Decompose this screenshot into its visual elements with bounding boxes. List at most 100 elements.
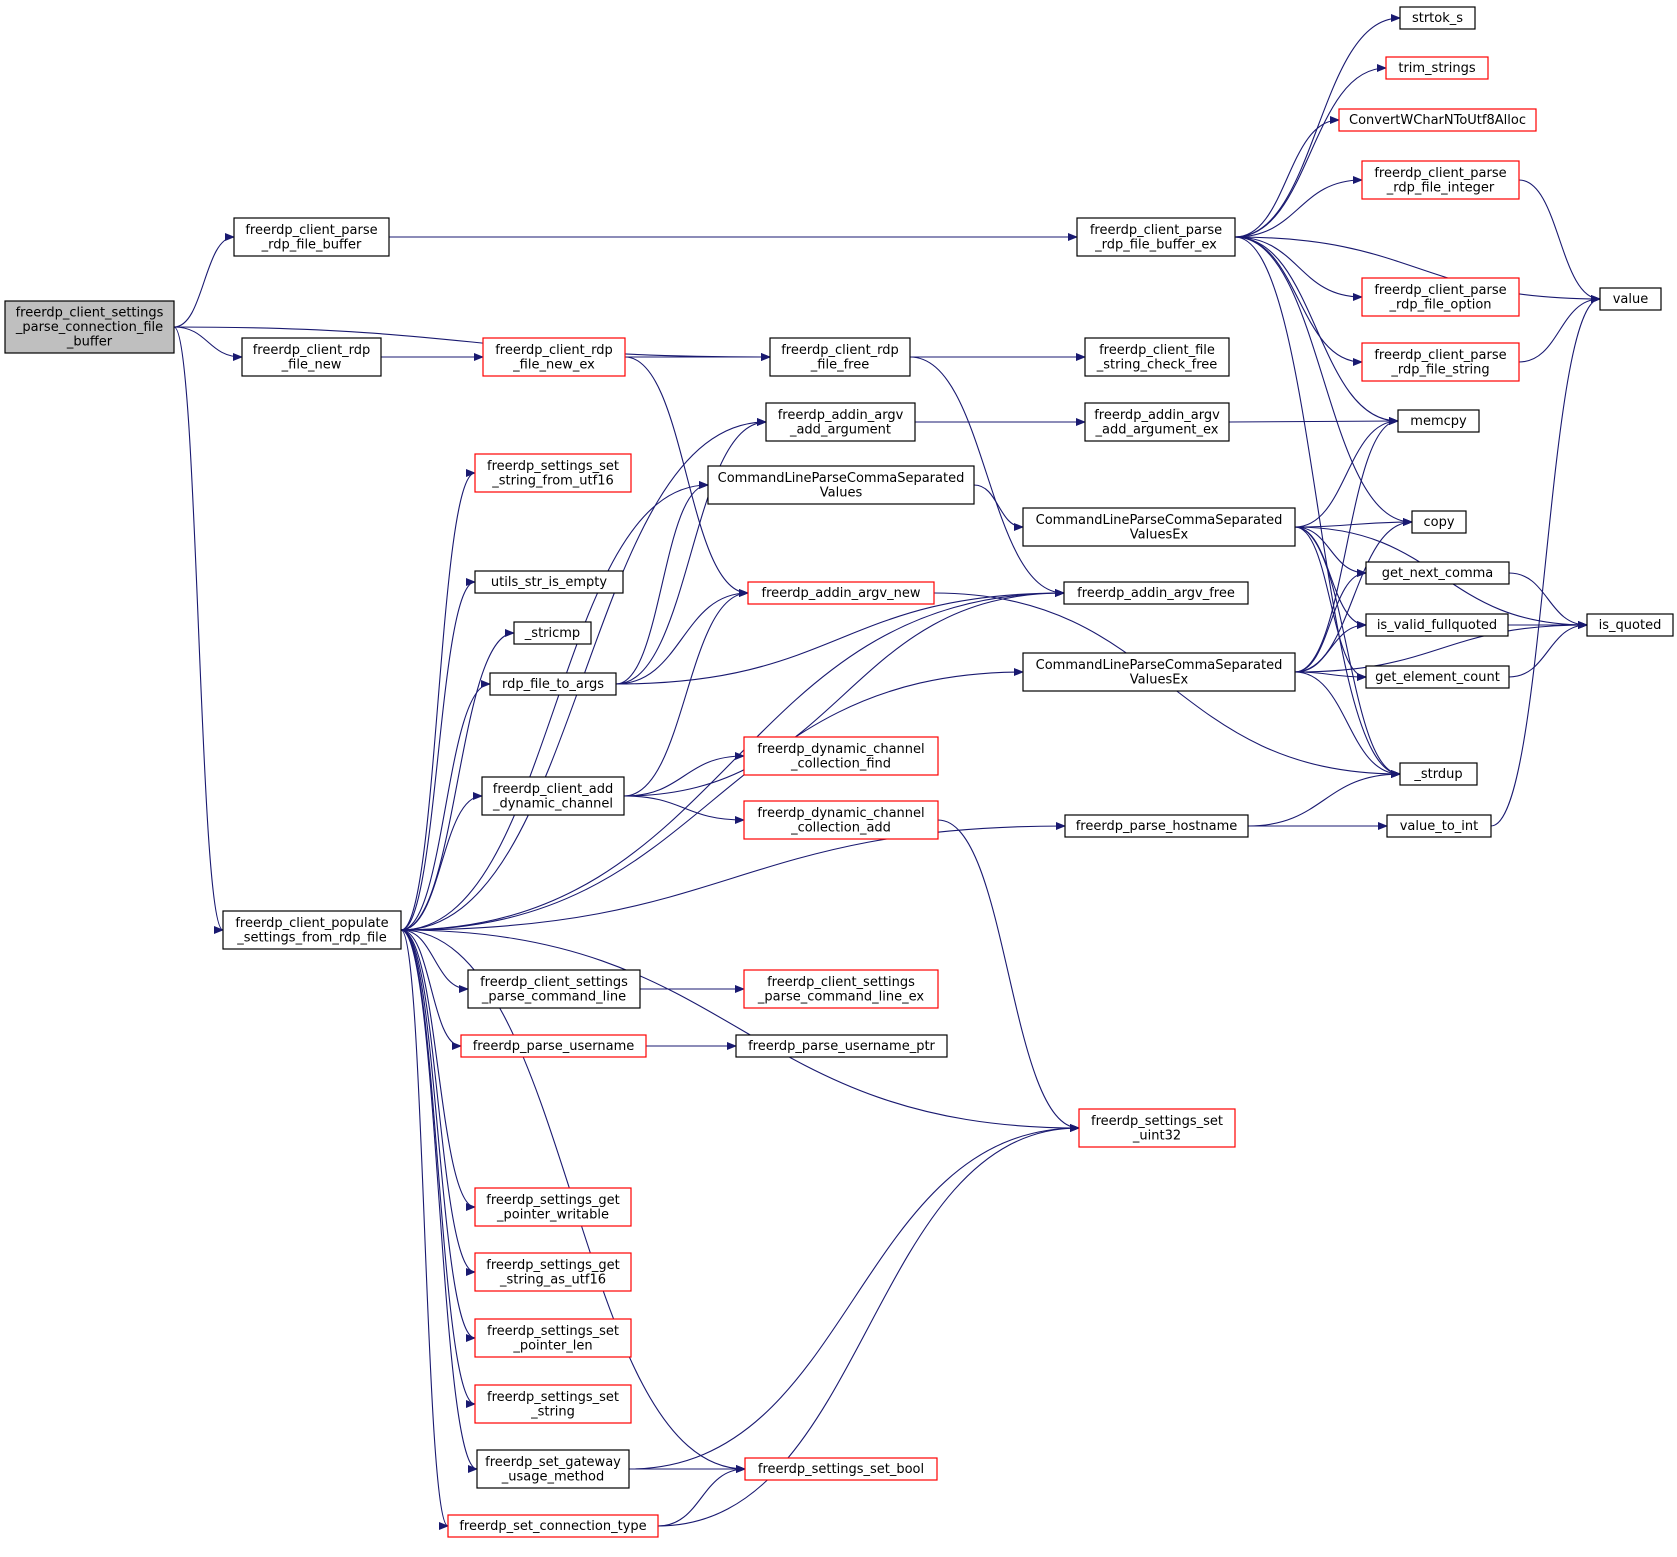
edge-path: [1294, 526, 1367, 577]
edge-path: [615, 418, 767, 685]
node-root: freerdp_client_settings_parse_connection…: [4, 300, 175, 354]
node-rdp-file-new-ex[interactable]: freerdp_client_rdp_file_new_ex: [482, 337, 626, 377]
edge-root-to-rdp_file_new: [173, 326, 243, 361]
edge-path: [1234, 64, 1387, 238]
edge-populate-to-settings_set_string_from_utf16: [400, 469, 476, 931]
node-settings-set-string-from-utf16[interactable]: freerdp_settings_set_string_from_utf16: [474, 453, 632, 493]
node-label: freerdp_addin_argv_new: [762, 586, 921, 601]
edge-get_element_count-to-is_quoted: [1508, 621, 1588, 678]
node-addin-argv-add-argument-ex[interactable]: freerdp_addin_argv_add_argument_ex: [1084, 402, 1230, 442]
edge-populate-to-parse_username: [400, 929, 462, 1050]
node-populate[interactable]: freerdp_client_populate_settings_from_rd…: [222, 910, 402, 950]
edge-clpcsv_ex2-to-is_quoted: [1294, 621, 1588, 673]
node-parse-option[interactable]: freerdp_client_parse_rdp_file_option: [1361, 277, 1520, 317]
node-is-valid-fullquoted[interactable]: is_valid_fullquoted: [1365, 613, 1509, 637]
node-set-connection-type[interactable]: freerdp_set_connection_type: [447, 1514, 659, 1538]
node-parse-username-ptr[interactable]: freerdp_parse_username_ptr: [735, 1034, 948, 1058]
node-rdp-file-to-args[interactable]: rdp_file_to_args: [489, 672, 617, 696]
edge-root-to-rdp_file_free: [173, 326, 771, 361]
edge-parse_buffer_ex-to-trim_strings: [1234, 64, 1387, 238]
node-parse-buffer[interactable]: freerdp_client_parse_rdp_file_buffer: [233, 217, 390, 257]
edge-path: [1294, 526, 1401, 778]
node-addin-argv-new[interactable]: freerdp_addin_argv_new: [747, 581, 935, 605]
edge-populate-to-rdp_file_to_args: [400, 680, 491, 931]
node-value[interactable]: value: [1599, 287, 1662, 311]
edge-path: [615, 481, 709, 685]
node-get-next-comma[interactable]: get_next_comma: [1365, 561, 1510, 585]
node-box: [1399, 762, 1478, 786]
edge-clpcsv_ex2-to-memcpy: [1294, 417, 1399, 673]
edge-parse_buffer_ex-to-parse_integer: [1234, 176, 1363, 238]
node-file-string-check-free[interactable]: freerdp_client_file_string_check_free: [1084, 337, 1230, 377]
node-set-gateway-usage-method[interactable]: freerdp_set_gateway_usage_method: [476, 1449, 630, 1489]
node-strdup[interactable]: _strdup: [1399, 762, 1478, 786]
edge-rdp_file_new_ex-to-addin_argv_new: [624, 356, 749, 597]
edge-root-to-populate: [173, 326, 224, 934]
node-settings-set-pointer-len[interactable]: freerdp_settings_set_pointer_len: [474, 1318, 632, 1358]
node-parse-string[interactable]: freerdp_client_parse_rdp_file_string: [1361, 342, 1520, 382]
node-label: _parse_command_line: [481, 989, 626, 1004]
node-label: _uint32: [1132, 1128, 1181, 1143]
node-box: [222, 910, 402, 950]
node-addin-argv-free[interactable]: freerdp_addin_argv_free: [1063, 581, 1249, 605]
node-box: [1385, 56, 1489, 80]
edge-path: [1234, 176, 1363, 238]
node-label: ValuesEx: [1130, 527, 1189, 542]
node-parse-hostname[interactable]: freerdp_parse_hostname: [1064, 814, 1249, 838]
node-addin-argv-add-argument[interactable]: freerdp_addin_argv_add_argument: [765, 402, 916, 442]
edge-path: [973, 484, 1024, 531]
edge-path: [1234, 236, 1399, 425]
edge-populate-to-clpcsv_ex2: [400, 668, 1024, 931]
node-is-quoted[interactable]: is_quoted: [1586, 613, 1674, 637]
node-dyn-collection-find[interactable]: freerdp_dynamic_channel_collection_find: [743, 736, 939, 776]
node-label: freerdp_client_settings: [480, 975, 628, 990]
node-utils-str-is-empty[interactable]: utils_str_is_empty: [474, 570, 624, 594]
node-value-to-int[interactable]: value_to_int: [1386, 814, 1492, 838]
edge-parse_string-to-value: [1518, 295, 1601, 363]
edge-path: [400, 929, 476, 1342]
node-box: [447, 1514, 659, 1538]
node-parse-command-line[interactable]: freerdp_client_settings_parse_command_li…: [467, 969, 641, 1009]
node-box: [743, 800, 939, 840]
node-box: [4, 300, 175, 354]
node-settings-set-bool[interactable]: freerdp_settings_set_bool: [744, 1457, 938, 1481]
edge-rdp_file_to_args-to-addin_argv_free: [615, 589, 1065, 685]
node-label: _add_argument: [789, 422, 891, 437]
node-settings-get-pointer-writable[interactable]: freerdp_settings_get_pointer_writable: [474, 1187, 632, 1227]
edge-parse_buffer_ex-to-parse_option: [1234, 236, 1363, 301]
edge-path: [1234, 236, 1363, 366]
node-parse-username[interactable]: freerdp_parse_username: [460, 1034, 647, 1058]
node-parse-integer[interactable]: freerdp_client_parse_rdp_file_integer: [1361, 160, 1520, 200]
node-dyn-collection-add[interactable]: freerdp_dynamic_channel_collection_add: [743, 800, 939, 840]
node-label: get_next_comma: [1382, 566, 1494, 581]
edge-path: [1228, 417, 1399, 426]
node-strtok-s[interactable]: strtok_s: [1399, 6, 1476, 30]
edge-path: [400, 481, 709, 931]
node-box: [513, 621, 592, 645]
edge-clpcsv_ex1-to-memcpy: [1294, 417, 1399, 528]
node-parse-buffer-ex[interactable]: freerdp_client_parse_rdp_file_buffer_ex: [1076, 217, 1236, 257]
node-get-element-count[interactable]: get_element_count: [1365, 665, 1510, 689]
node-trim-strings[interactable]: trim_strings: [1385, 56, 1489, 80]
node-rdp-file-free[interactable]: freerdp_client_rdp_file_free: [769, 337, 911, 377]
node-settings-set-string[interactable]: freerdp_settings_set_string: [474, 1384, 632, 1424]
edge-path: [400, 589, 1065, 931]
node-parse-command-line-ex[interactable]: freerdp_client_settings_parse_command_li…: [743, 969, 939, 1009]
node-box: [1397, 409, 1480, 433]
edge-path: [615, 589, 749, 685]
edge-path: [909, 356, 1065, 597]
edge-clpcsv_ex1-to-get_element_count: [1294, 526, 1367, 681]
node-box: [1022, 652, 1296, 692]
node-memcpy[interactable]: memcpy: [1397, 409, 1480, 433]
node-client-add-dynamic-channel[interactable]: freerdp_client_add_dynamic_channel: [481, 776, 625, 816]
node-settings-set-uint32[interactable]: freerdp_settings_set_uint32: [1078, 1108, 1236, 1148]
node-copy[interactable]: copy: [1411, 510, 1467, 534]
node-settings-get-string-as-utf16[interactable]: freerdp_settings_get_string_as_utf16: [474, 1252, 632, 1292]
node-convertwchar[interactable]: ConvertWCharNToUtf8Alloc: [1338, 108, 1537, 132]
node-stricmp[interactable]: _stricmp: [513, 621, 592, 645]
node-label: freerdp_client_add: [493, 782, 613, 797]
node-rdp-file-new[interactable]: freerdp_client_rdp_file_new: [241, 337, 382, 377]
